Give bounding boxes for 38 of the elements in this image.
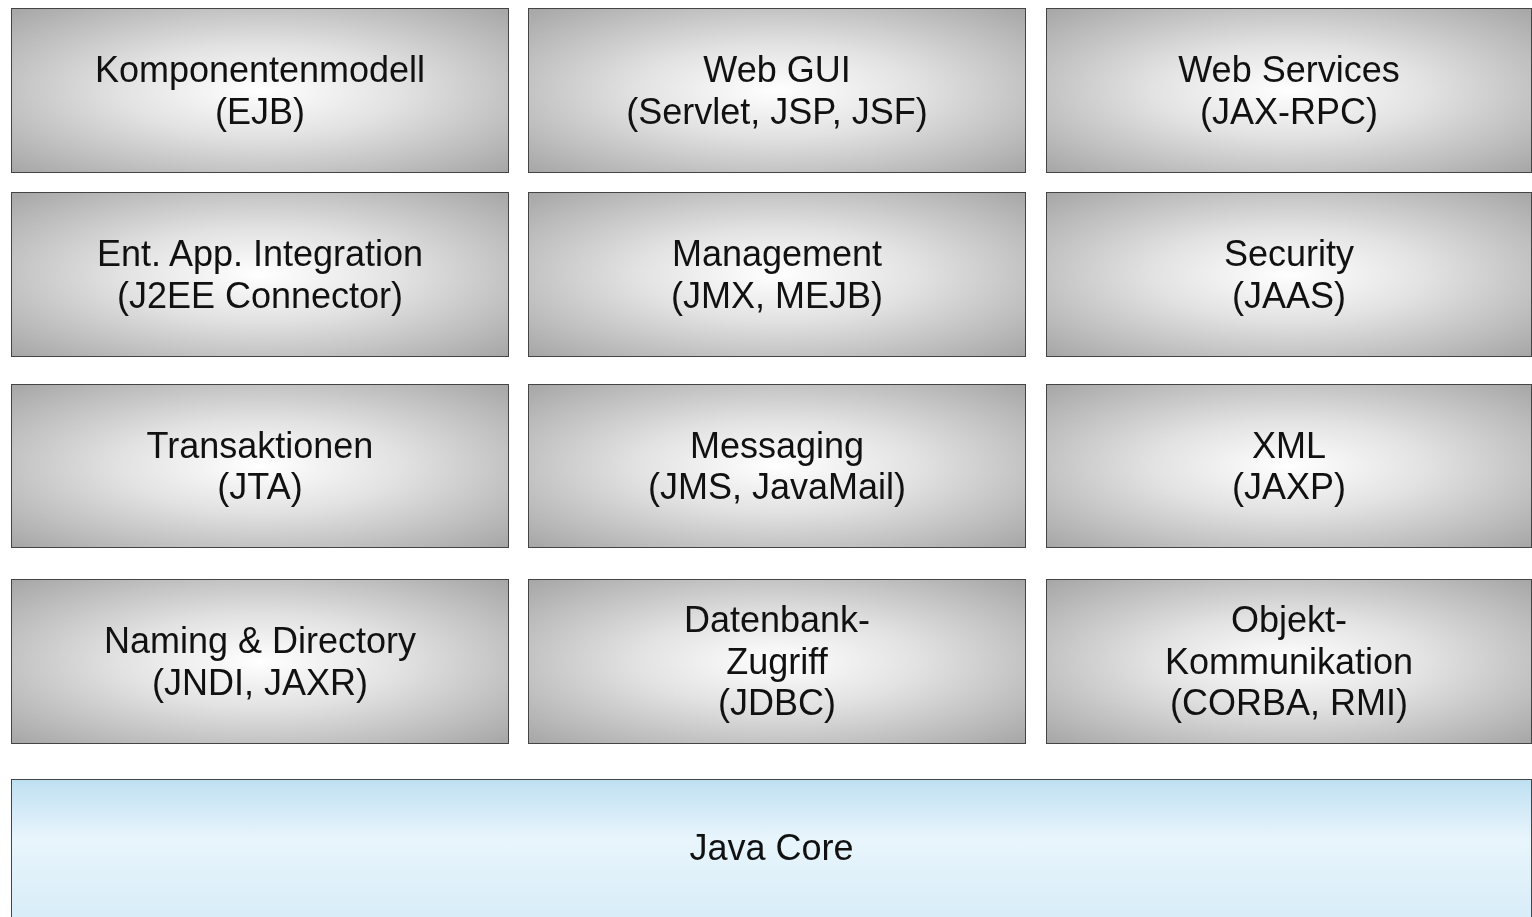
box-label: Transaktionen [146,424,374,466]
box-label: Datenbank- Zugriff [683,599,871,683]
box-label: (JAAS) [1232,274,1346,316]
box-label: (JMS, JavaMail) [648,466,906,508]
box-label: (JMX, MEJB) [671,274,883,316]
box-label: Naming & Directory [103,620,417,662]
box-label: Messaging [689,424,865,466]
component-box [528,192,1026,357]
box-label: (JDBC) [718,682,836,724]
component-box [528,384,1026,548]
box-label: (CORBA, RMI) [1170,682,1408,724]
box-label: (JAXP) [1232,466,1346,508]
component-box [11,384,509,548]
component-box [1046,192,1532,357]
box-label: Java Core [689,827,854,869]
box-label: (J2EE Connector) [116,274,404,316]
component-box [1046,384,1532,548]
component-box [1046,8,1532,173]
component-box [11,192,509,357]
component-box [528,8,1026,173]
box-label: Web Services [1178,49,1400,91]
box-label: XML [1252,424,1326,466]
box-label: Ent. App. Integration [96,233,424,275]
box-label: Management [671,233,883,275]
component-box [11,579,509,744]
box-label: (EJB) [215,90,305,132]
box-label: (Servlet, JSP, JSF) [626,90,928,132]
box-label: Security [1223,233,1354,275]
box-label: Komponentenmodell [94,49,426,91]
component-box [528,579,1026,744]
box-label: (JAX-RPC) [1200,90,1378,132]
base-layer-box [11,779,1532,917]
component-box [11,8,509,173]
box-label: (JTA) [217,466,303,508]
box-label: (JNDI, JAXR) [152,661,368,703]
box-label: Web GUI [703,49,851,91]
component-box [1046,579,1532,744]
box-label: Objekt- Kommunikation [1164,599,1414,683]
